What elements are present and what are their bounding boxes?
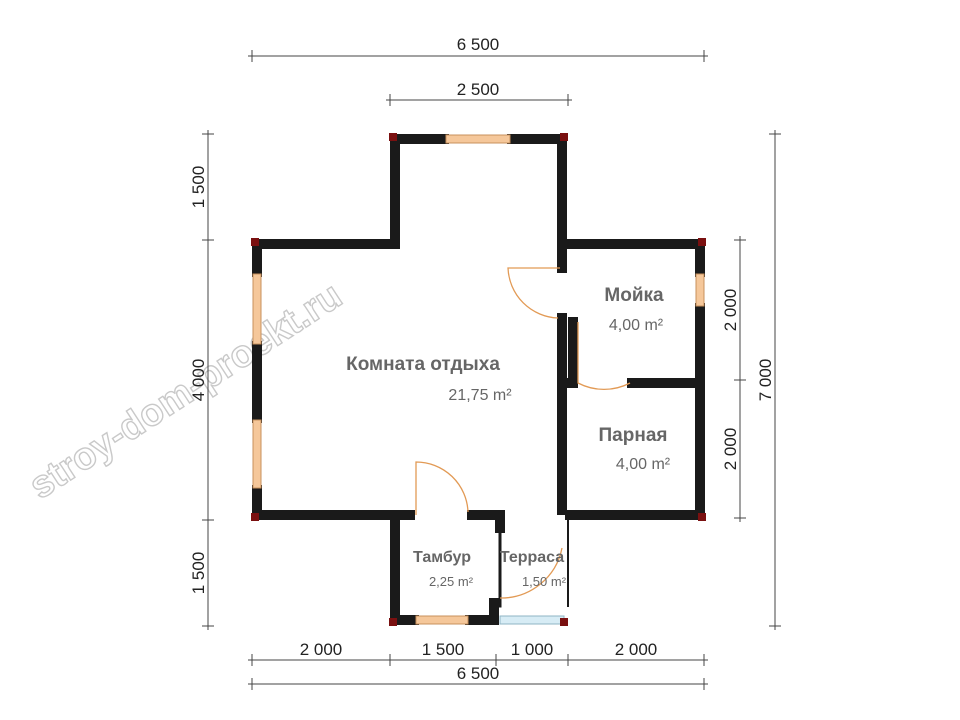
door-vestibule xyxy=(415,461,469,515)
dimension-labels: 6 500 2 500 1 500 4 000 1 500 2 000 2 00… xyxy=(189,35,775,683)
room-name-rest-room: Комната отдыха xyxy=(346,354,500,375)
window-left-lower xyxy=(252,419,262,489)
dim-left-middle: 4 000 xyxy=(189,359,208,402)
dimension-lines xyxy=(202,50,781,690)
room-name-terrace: Терраса xyxy=(500,549,564,566)
dim-bottom-4: 2 000 xyxy=(615,640,658,659)
room-area-terrace: 1,50 m² xyxy=(522,574,567,589)
room-area-steam-room: 4,00 m² xyxy=(616,456,671,473)
room-area-vestibule: 2,25 m² xyxy=(429,574,474,589)
room-name-steam-room: Парная xyxy=(599,425,668,446)
dim-bottom-total: 6 500 xyxy=(457,664,500,683)
door-steam-room xyxy=(577,322,631,390)
room-name-vestibule: Тамбур xyxy=(413,549,471,566)
door-terrace xyxy=(499,547,563,599)
dim-top-total: 6 500 xyxy=(457,35,500,54)
door-main-room xyxy=(507,267,560,319)
watermark-text: stroy-dom-proekt.ru xyxy=(22,275,349,508)
window-right xyxy=(695,273,705,307)
room-name-washroom: Мойка xyxy=(604,285,664,306)
room-area-washroom: 4,00 m² xyxy=(609,317,664,334)
window-left-upper xyxy=(252,273,262,345)
dim-bottom-2: 1 500 xyxy=(422,640,465,659)
dim-top-center: 2 500 xyxy=(457,80,500,99)
walls xyxy=(252,134,705,625)
dim-left-top: 1 500 xyxy=(189,166,208,209)
dim-bottom-1: 2 000 xyxy=(300,640,343,659)
dim-bottom-3: 1 000 xyxy=(511,640,554,659)
room-area-rest-room: 21,75 m² xyxy=(448,387,512,404)
window-terrace xyxy=(499,615,565,625)
dim-right-lower: 2 000 xyxy=(721,428,740,471)
window-bottom xyxy=(415,615,469,625)
window-top xyxy=(445,134,511,144)
corner-posts xyxy=(251,133,706,626)
dim-right-total: 7 000 xyxy=(756,359,775,402)
doors xyxy=(415,267,631,599)
dim-right-upper: 2 000 xyxy=(721,289,740,332)
room-labels: Комната отдыха 21,75 m² Мойка 4,00 m² Па… xyxy=(346,285,671,589)
dim-left-bottom: 1 500 xyxy=(189,552,208,595)
